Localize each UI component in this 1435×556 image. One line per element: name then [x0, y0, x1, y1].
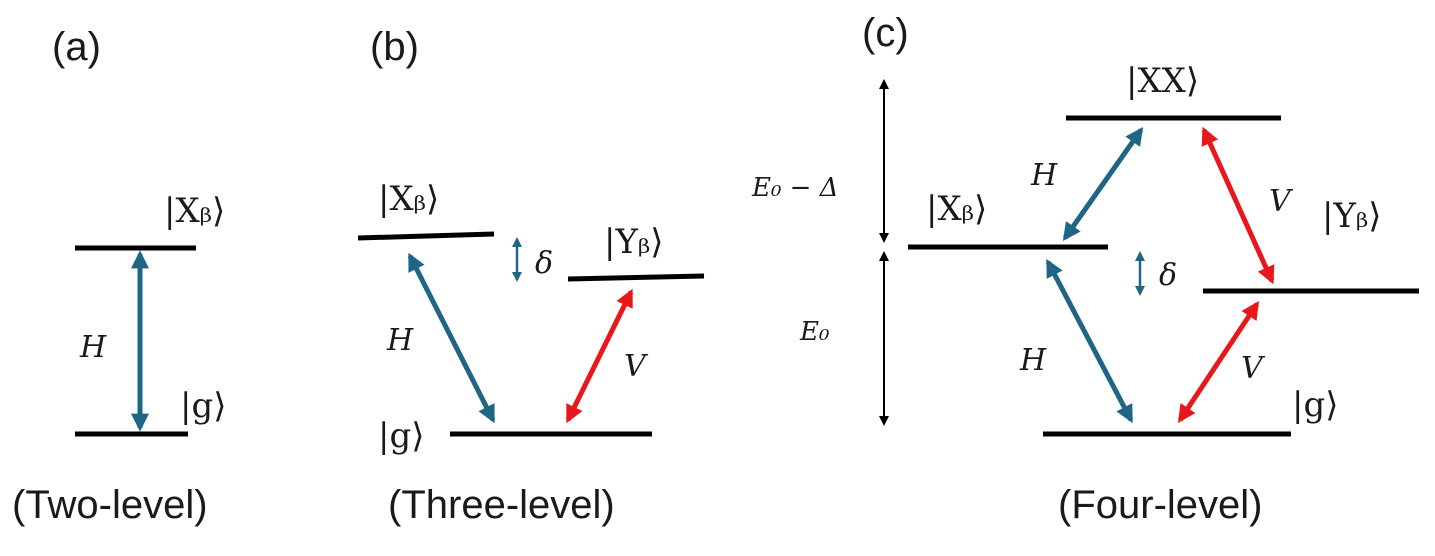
state-g-a: |g⟩	[180, 386, 226, 426]
panel-b: (b) |Xᵦ⟩ |Yᵦ⟩ |g⟩ H V δ (Three-level)	[357, 25, 705, 527]
h-transition-arrow-c-upper	[1062, 127, 1144, 241]
panel-c-caption: (Four-level)	[1058, 483, 1262, 527]
h-transition-arrow-b	[407, 252, 496, 424]
state-xb-a: |Xᵦ⟩	[164, 191, 225, 231]
h-label-c-upper: H	[1030, 158, 1058, 193]
v-transition-arrow-b	[565, 288, 634, 424]
panel-a-label: (a)	[52, 25, 101, 69]
state-xb-c: |Xᵦ⟩	[926, 189, 987, 229]
state-xx-c: |XX⟩	[1126, 61, 1199, 101]
state-yb-c: |Yᵦ⟩	[1322, 196, 1382, 236]
h-transition-arrow-c-lower	[1045, 258, 1134, 424]
state-g-b: |g⟩	[378, 416, 424, 456]
energy-label-lower: E₀	[799, 317, 830, 347]
v-label-b: V	[624, 349, 649, 384]
state-g-c: |g⟩	[1292, 385, 1338, 425]
panel-b-caption: (Three-level)	[388, 483, 615, 527]
state-yb-b: |Yᵦ⟩	[604, 222, 664, 262]
v-label-c-lower: V	[1241, 351, 1266, 386]
state-xb-b: |Xᵦ⟩	[378, 179, 439, 219]
v-transition-arrow-c-lower	[1177, 301, 1260, 423]
v-label-c-upper: V	[1269, 184, 1294, 219]
panel-b-label: (b)	[370, 25, 419, 69]
delta-label-b: δ	[535, 246, 553, 281]
level-xb-b	[357, 231, 495, 241]
energy-label-upper: E₀ − Δ	[751, 173, 839, 203]
level-yb-b	[567, 273, 705, 282]
panel-a-caption: (Two-level)	[12, 483, 208, 527]
h-label-a: H	[79, 330, 107, 365]
panel-a: (a) |Xᵦ⟩ |g⟩ H (Two-level)	[12, 25, 226, 527]
delta-label-c: δ	[1159, 258, 1177, 293]
h-label-b: H	[386, 323, 414, 358]
panel-c: (c) |XX⟩ |Xᵦ⟩ |Yᵦ⟩ |g⟩ H V H V δ E₀ − Δ …	[751, 11, 1419, 527]
v-transition-arrow-c-upper	[1201, 126, 1275, 285]
panel-c-label: (c)	[862, 11, 909, 55]
h-label-c-lower: H	[1019, 343, 1047, 378]
